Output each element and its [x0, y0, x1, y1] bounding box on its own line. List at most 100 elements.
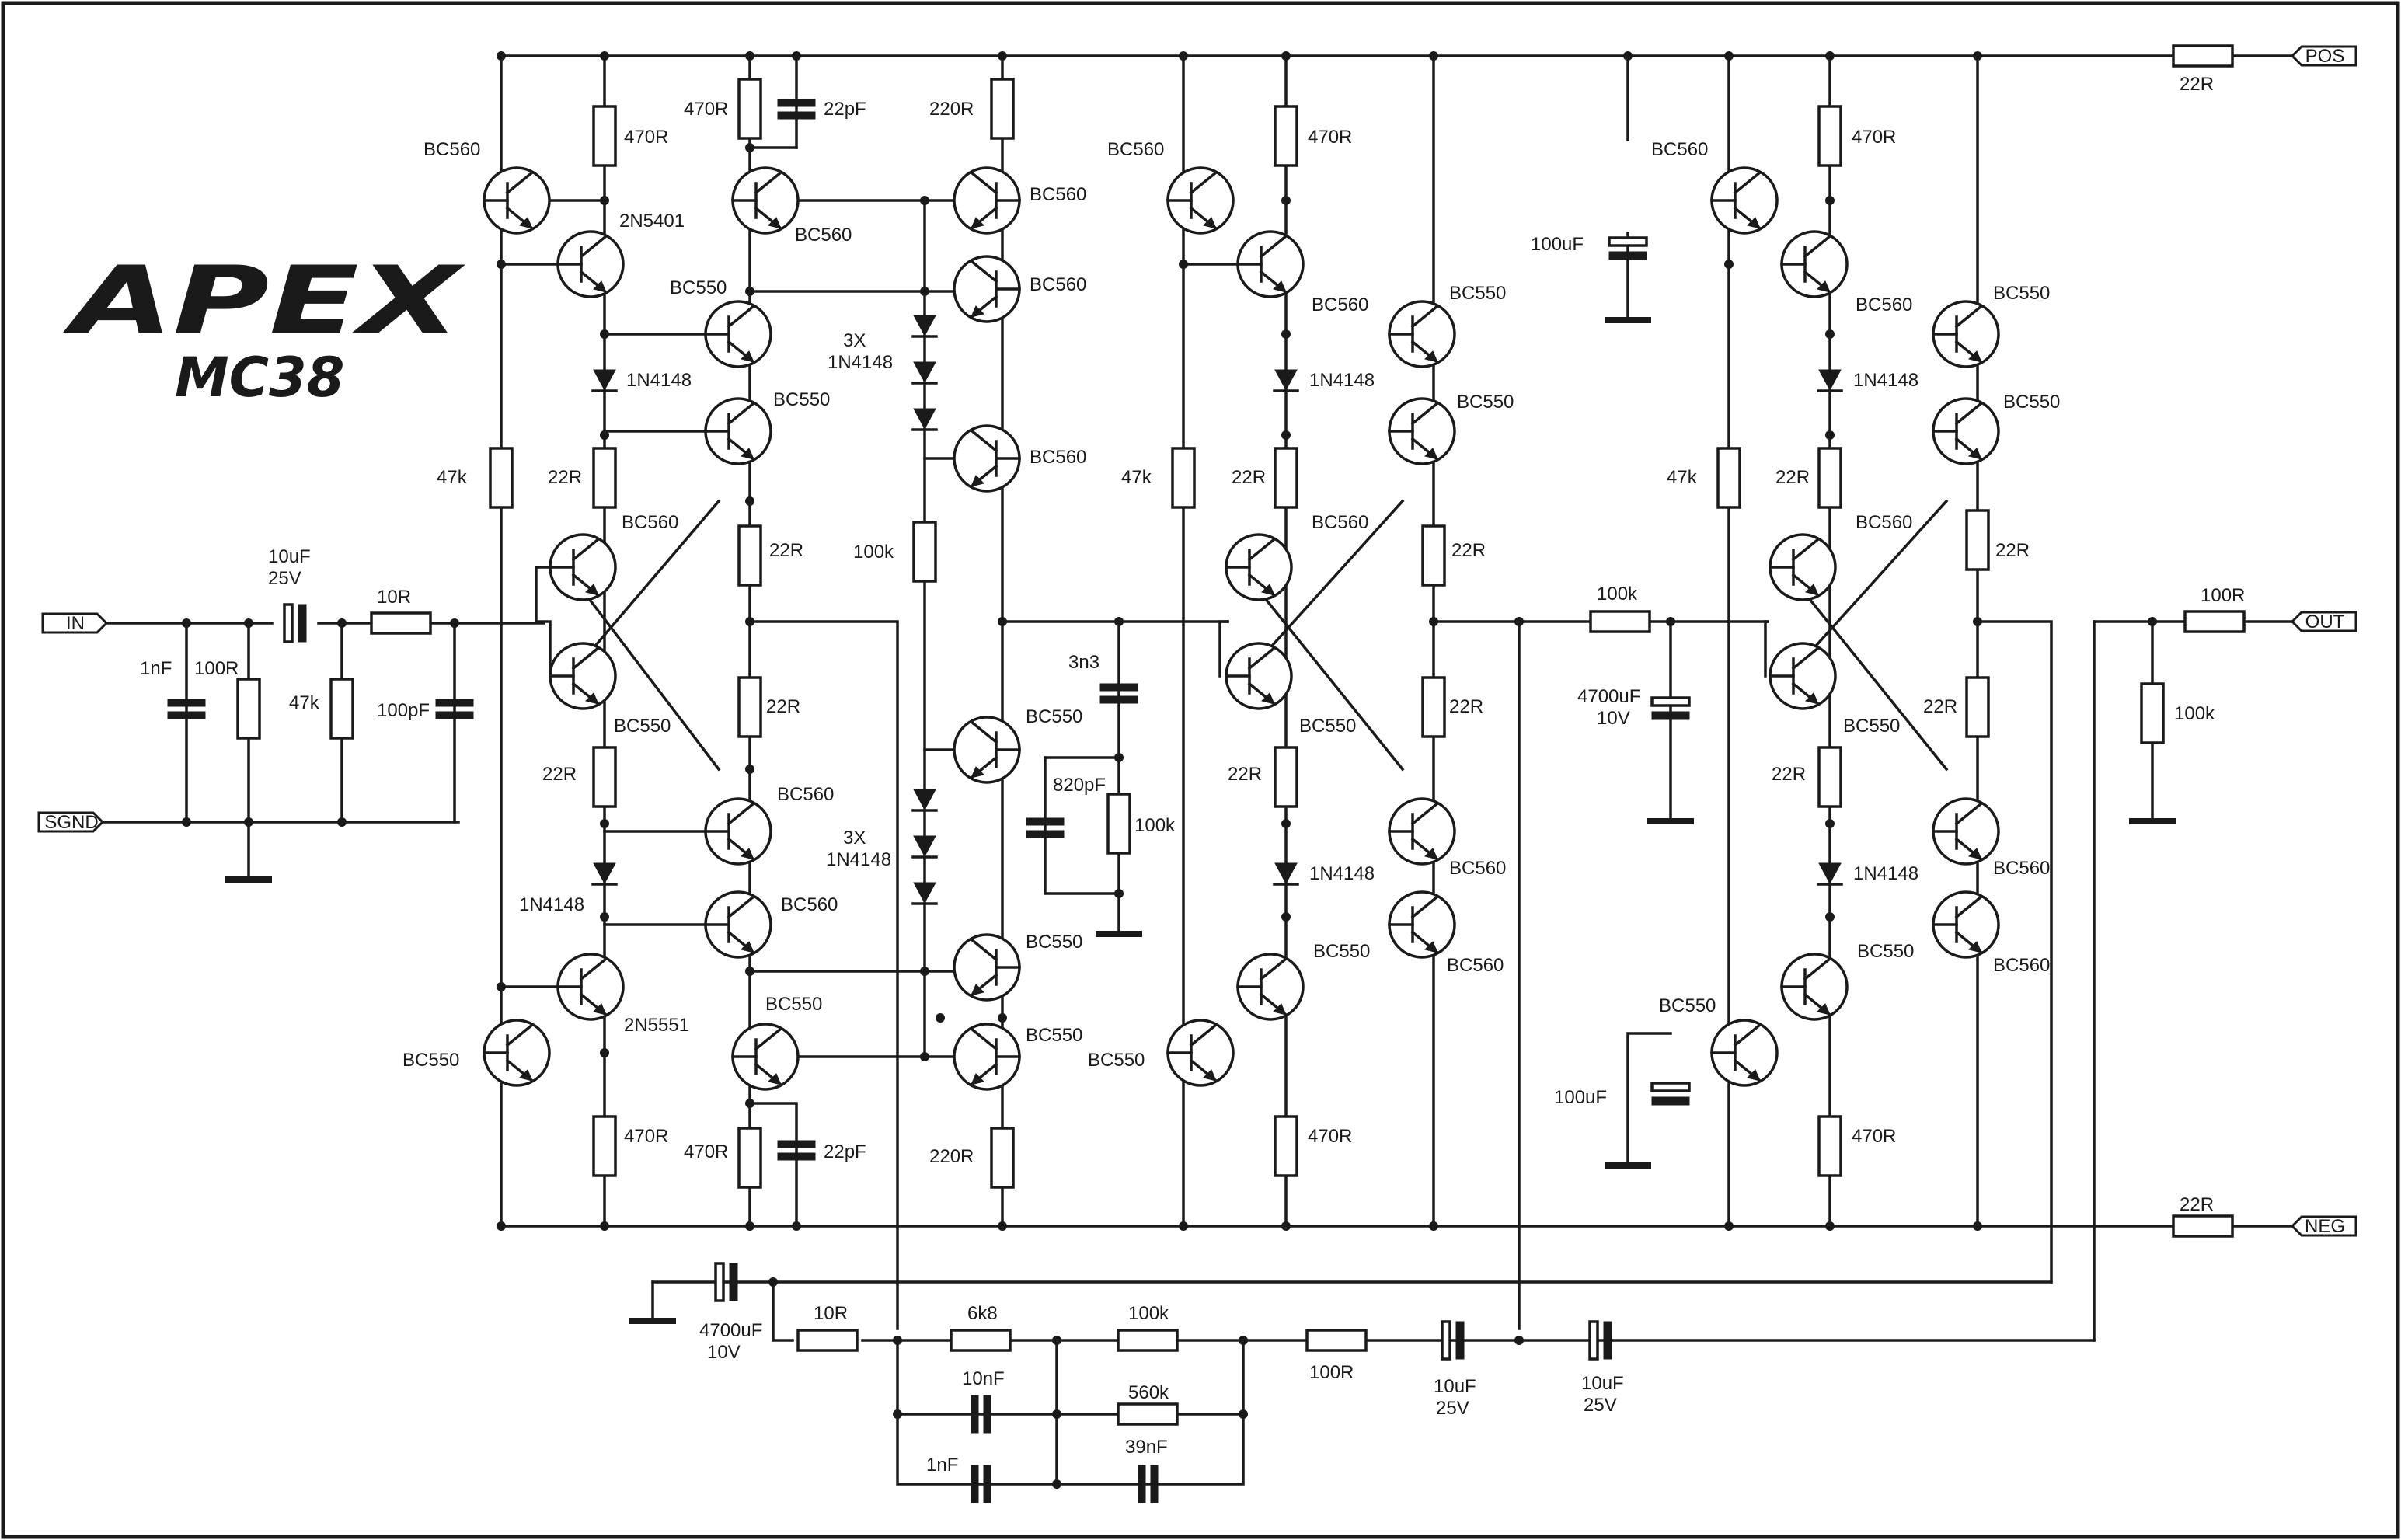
junction-dot: [745, 143, 754, 152]
junction-dot: [1114, 753, 1124, 762]
label-s4-bc550-b: BC550: [1457, 392, 1514, 413]
s1-loop-2: [535, 566, 552, 623]
junction-dot: [1052, 1336, 1061, 1345]
junction-dot: [337, 618, 347, 628]
junction-dot: [1825, 819, 1835, 828]
s3-1n4148-bot-c: [913, 882, 936, 904]
label-s5-bc550-c: BC550: [1857, 941, 1914, 962]
s5-cross-1: [1800, 499, 1949, 663]
s3-bc560-a-transistor: [953, 166, 1021, 235]
s3-3n3-capacitor: [1099, 683, 1138, 704]
s4-bc560-b-transistor: [1236, 230, 1305, 298]
label-s1-22r-top: 22R: [548, 467, 582, 488]
s1-bc550-bot-transistor: [483, 1019, 551, 1087]
label-s3-bc550-a: BC550: [1026, 706, 1082, 727]
label-s3-bc550-b: BC550: [1026, 932, 1082, 953]
fb-6k8-resistor: [950, 1329, 1012, 1352]
junction-dot: [1825, 51, 1835, 61]
label-s4-bc550-c: BC550: [1313, 941, 1370, 962]
s5-1n4148-bot-diode: [1818, 862, 1842, 885]
label-s4-bc550-a: BC550: [1449, 283, 1506, 304]
label-s5-22r-top: 22R: [1775, 467, 1810, 488]
label-s2-bc550-b: BC550: [773, 389, 830, 410]
terminal-in: [41, 612, 109, 634]
label-fb-10r: 10R: [814, 1303, 848, 1324]
label-in-10r: 10R: [377, 587, 411, 608]
s2-bc550-b-transistor: [704, 397, 772, 465]
junction-dot: [998, 1013, 1007, 1023]
junction-dot: [1239, 1409, 1248, 1419]
junction-dot: [745, 496, 754, 506]
s1-bc550-mid-transistor: [549, 642, 617, 710]
junction-dot: [1724, 260, 1734, 269]
s5-470r-top-resistor: [1817, 105, 1842, 167]
s3-1n4148-top-b: [913, 361, 936, 384]
s4-bc560-top-transistor: [1166, 166, 1235, 235]
label-s5-1n4148-top: 1N4148: [1853, 370, 1918, 391]
s2-bc560-d-transistor: [704, 890, 772, 959]
s5-bc560-b-transistor: [1780, 230, 1849, 298]
terminal-label-sgnd: SGND: [44, 812, 98, 833]
junction-dot: [1514, 617, 1524, 626]
label-s4-1n4148-bot: 1N4148: [1309, 863, 1375, 884]
fb-10r-wire: [772, 1280, 794, 1342]
label-s2-bc550-a: BC550: [670, 277, 727, 298]
label-in-cap: 10uF: [268, 546, 311, 567]
label-s1-2n5401: 2N5401: [619, 211, 685, 232]
label-s2-22pf-top: 22pF: [824, 99, 866, 120]
s4-bc550-mid-transistor: [1225, 642, 1293, 710]
label-s5-470r-top: 470R: [1852, 127, 1896, 148]
label-s4-bc550-mid: BC550: [1299, 716, 1356, 737]
label-out-100r: 100R: [2201, 585, 2245, 606]
label-s2-22r-a: 22R: [769, 540, 803, 561]
s5-cross-2: [1800, 588, 1949, 772]
label-s5-22r-bot: 22R: [1772, 764, 1806, 785]
s3-820pf-capacitor: [1026, 817, 1065, 838]
label-in-cap-v: 25V: [268, 568, 301, 589]
label-in-1nf: 1nF: [140, 658, 172, 679]
junction-dot: [745, 1221, 754, 1231]
label-s5-bc550-b: BC550: [2003, 392, 2060, 413]
label-s3-bc560-b: BC560: [1030, 274, 1086, 295]
s2-out-wire: [748, 620, 899, 1330]
label-pos-22r: 22R: [2180, 74, 2214, 95]
label-s5-bc560-d: BC560: [1993, 955, 2050, 976]
label-s3-820pf: 820pF: [1053, 775, 1106, 796]
in-1nf-capacitor: [167, 699, 206, 719]
label-mid-4700uf-v: 10V: [1597, 708, 1630, 729]
s2-bc550-e-transistor: [731, 1023, 800, 1091]
junction-dot: [600, 912, 609, 922]
label-fb-4700uf-v: 10V: [707, 1342, 741, 1363]
junction-dot: [1114, 889, 1124, 898]
label-s4-bc560-mid: BC560: [1312, 512, 1368, 533]
junction-dot: [745, 1099, 754, 1108]
junction-dot: [1281, 51, 1291, 61]
junction-dot: [600, 430, 609, 440]
s1-22r-bot-resistor: [592, 746, 617, 808]
terminal-label-pos: POS: [2305, 46, 2345, 67]
s4-bc560-mid-transistor: [1225, 533, 1293, 601]
junction-dot: [920, 1052, 929, 1061]
label-s2-22r-b: 22R: [766, 696, 800, 717]
fb-560k-resistor: [1117, 1402, 1179, 1426]
label-mid-100uf: 100uF: [1531, 234, 1584, 255]
junction-dot: [998, 1221, 1007, 1231]
label-mid-4700uf: 4700uF: [1577, 686, 1640, 707]
s1-22r-top-resistor: [592, 447, 617, 509]
label-s4-22r-a: 22R: [1451, 540, 1486, 561]
s2-22pf-bot-wire: [748, 1102, 798, 1228]
label-s5-100uf: 100uF: [1554, 1087, 1607, 1108]
s1-1n4148-bot-diode: [593, 862, 616, 885]
s5-1n4148-top-diode: [1818, 369, 1842, 392]
label-s3-220r-bot: 220R: [929, 1146, 974, 1167]
junction-dot: [497, 51, 506, 61]
s4-1n4148-top-diode: [1274, 369, 1298, 392]
label-s2-bc560-q: BC560: [795, 225, 852, 246]
s4-22r-a-resistor: [1421, 524, 1446, 587]
junction-dot: [998, 617, 1007, 626]
label-s4-bc560-d: BC560: [1447, 955, 1504, 976]
s4-47k-resistor: [1171, 447, 1196, 509]
s5-bc550-bot-transistor: [1710, 1019, 1779, 1087]
junction-dot: [792, 51, 801, 61]
